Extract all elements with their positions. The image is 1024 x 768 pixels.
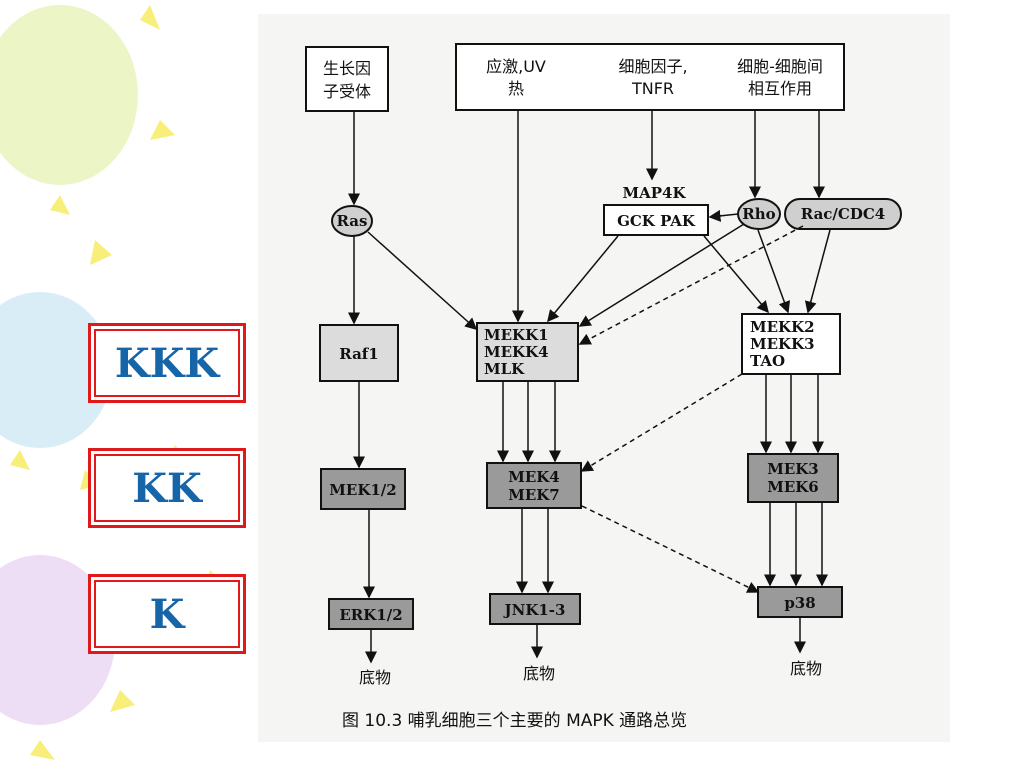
mek36-box: [747, 453, 839, 503]
figure-caption: 图 10.3 哺乳细胞三个主要的 MAPK 通路总览: [342, 711, 687, 731]
raf1-text: Raf1: [339, 345, 378, 363]
arrow: [547, 235, 619, 323]
jnk-box: [489, 593, 581, 625]
erk-text: ERK1/2: [339, 606, 402, 624]
rac-text: Rac/CDC4: [801, 205, 885, 223]
sparkle-yellow: [50, 195, 70, 215]
mekk1-line3: MLK: [484, 360, 525, 378]
sparkle-yellow: [140, 5, 160, 30]
map4k-label: MAP4K: [623, 184, 687, 202]
erk-box: [328, 598, 414, 630]
mekk1-line2: MEKK4: [484, 343, 549, 361]
stress-line2: 热: [508, 79, 524, 98]
dashed-arrow: [580, 373, 743, 472]
signal-input-box: [455, 43, 845, 111]
cytokine-line2: TNFR: [631, 79, 674, 98]
cytokine-line1: 细胞因子,: [618, 57, 687, 76]
ras-node: [331, 205, 373, 237]
mek12-text: MEK1/2: [329, 481, 396, 499]
p38-text: p38: [784, 594, 815, 612]
growth-receptor-line2: 子受体: [323, 82, 371, 101]
balloon-green: [0, 5, 138, 185]
mekk2-line2: MEKK3: [750, 335, 815, 353]
gck-pak-box: [603, 204, 709, 236]
raf1-box: [319, 324, 399, 382]
gck-pak-text: GCK PAK: [617, 212, 696, 230]
mekk1-line1: MEKK1: [484, 326, 549, 344]
arrow: [708, 209, 739, 222]
mekk2-box: [741, 313, 841, 375]
sparkle-yellow: [30, 740, 55, 760]
growth-receptor-box: [305, 46, 389, 112]
kk-label: KK: [88, 448, 246, 528]
sparkle-yellow: [90, 240, 112, 265]
kkk-label: KKK: [88, 323, 246, 403]
arrow: [757, 229, 791, 314]
rac-node: [784, 198, 902, 230]
arrow: [367, 231, 478, 331]
arrow: [804, 229, 831, 314]
k-label: K: [88, 574, 246, 654]
arrow: [703, 235, 769, 314]
dashed-arrow: [578, 225, 804, 345]
mekk1-box: [476, 322, 579, 382]
p38-box: [757, 586, 843, 618]
sparkle-yellow: [150, 120, 175, 140]
sparkle-yellow: [110, 690, 135, 712]
growth-receptor-line1: 生长因: [323, 59, 371, 78]
dashed-arrow: [581, 505, 760, 593]
solid-arrows: [348, 111, 831, 664]
cell-interact-line2: 相互作用: [748, 79, 812, 98]
mapk-pathway-figure: 生长因 子受体 应激,UV 热 细胞因子, TNFR 细胞-细胞间 相互作用 M…: [258, 14, 950, 742]
rho-text: Rho: [742, 205, 775, 223]
balloon-purple: [0, 555, 115, 725]
arrow: [578, 223, 745, 327]
mek3-text: MEK3: [767, 460, 819, 478]
k-text: K: [149, 590, 185, 638]
mek6-text: MEK6: [767, 478, 819, 496]
kk-text: KK: [132, 464, 202, 512]
substrate-p38: 底物: [790, 659, 822, 678]
mekk2-line3: TAO: [750, 352, 785, 370]
kkk-text: KKK: [114, 339, 220, 387]
substrate-jnk: 底物: [523, 664, 555, 683]
cell-interact-line1: 细胞-细胞间: [737, 57, 823, 76]
mek4-text: MEK4: [508, 468, 560, 486]
mek12-box: [320, 468, 406, 510]
dashed-arrows: [578, 225, 804, 593]
ras-text: Ras: [337, 212, 368, 230]
sparkle-yellow: [10, 450, 30, 470]
substrate-erk: 底物: [359, 668, 391, 687]
stress-line1: 应激,UV: [486, 57, 546, 76]
mek7-text: MEK7: [508, 486, 560, 504]
mekk2-line1: MEKK2: [750, 318, 815, 336]
mek47-box: [486, 462, 582, 509]
jnk-text: JNK1-3: [503, 601, 566, 619]
balloon-blue: [0, 292, 112, 448]
